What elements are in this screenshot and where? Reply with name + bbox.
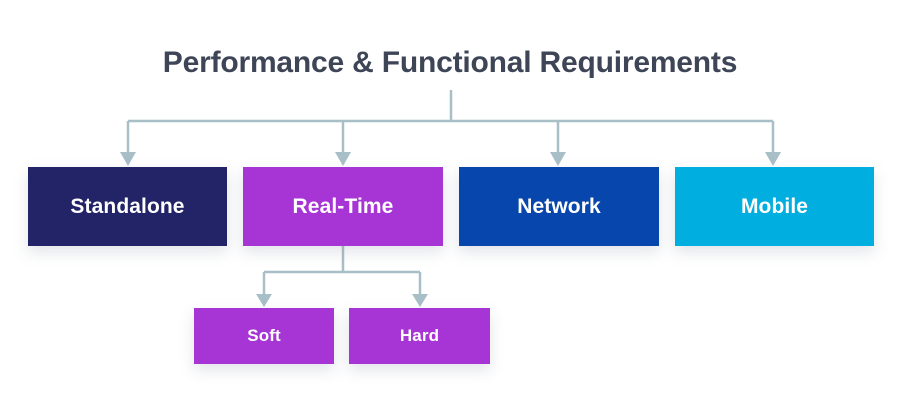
arrowhead-real-time-icon — [335, 152, 351, 166]
arrowhead-hard-icon — [412, 294, 428, 307]
node-real-time[interactable]: Real-Time — [243, 167, 443, 246]
node-standalone[interactable]: Standalone — [28, 167, 227, 246]
page-title: Performance & Functional Requirements — [162, 46, 738, 79]
arrowhead-soft-icon — [256, 294, 272, 307]
arrowhead-network-icon — [550, 152, 566, 166]
node-hard[interactable]: Hard — [349, 308, 490, 364]
node-soft[interactable]: Soft — [194, 308, 334, 364]
node-mobile[interactable]: Mobile — [675, 167, 874, 246]
arrowhead-standalone-icon — [120, 152, 136, 166]
arrowhead-mobile-icon — [765, 152, 781, 166]
node-network[interactable]: Network — [459, 167, 659, 246]
